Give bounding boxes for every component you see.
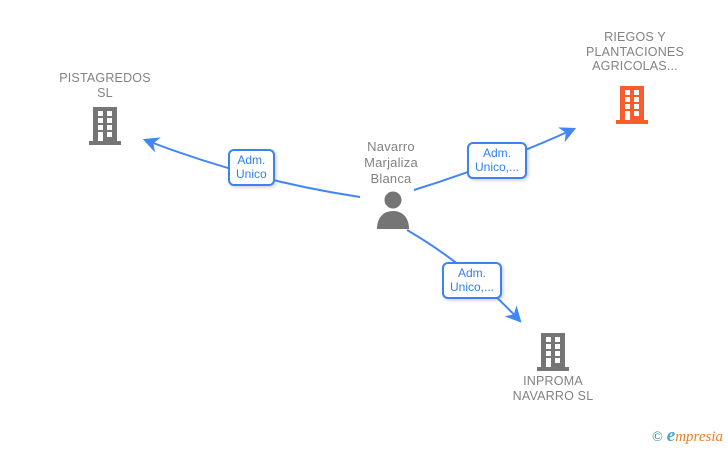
empresia-watermark: © empresia xyxy=(652,425,723,447)
person-name-line: Navarro xyxy=(367,139,415,154)
company-name-line: INPROMA xyxy=(523,374,583,388)
company-name-line: AGRICOLAS... xyxy=(592,59,678,73)
empresia-logo-text: mpresia xyxy=(675,429,723,445)
company-name-line: NAVARRO SL xyxy=(512,388,594,403)
company-name-line: RIEGOS Y xyxy=(604,30,666,44)
person-icon[interactable] xyxy=(372,191,414,234)
edge-label-line: Adm. xyxy=(483,146,512,160)
company-name-line: PISTAGREDOS xyxy=(59,71,151,85)
empresia-logo-initial: e xyxy=(666,425,676,446)
edge-label-line: Unico xyxy=(236,166,267,181)
company-name-riegos[interactable]: RIEGOS Y PLANTACIONES AGRICOLAS... xyxy=(562,30,708,74)
building-icon[interactable] xyxy=(537,333,569,376)
company-name-line: SL xyxy=(97,85,113,100)
company-name-line: PLANTACIONES xyxy=(585,44,685,59)
person-name-line: Marjaliza xyxy=(364,155,418,170)
edge-label-adm-unico-bottom[interactable]: Adm. Unico,... xyxy=(442,262,503,299)
edge-label-line: Adm. xyxy=(237,153,266,167)
edge-label-line: Unico,... xyxy=(475,159,520,174)
building-icon[interactable] xyxy=(89,107,121,150)
edge-label-adm-unico-right[interactable]: Adm. Unico,... xyxy=(467,142,528,179)
edge-label-adm-unico-left[interactable]: Adm. Unico xyxy=(228,149,275,186)
building-icon-highlighted[interactable] xyxy=(616,86,648,129)
edge-label-line: Unico,... xyxy=(450,279,495,294)
company-name-inproma[interactable]: INPROMA NAVARRO SL xyxy=(483,374,623,403)
company-name-pistagredos[interactable]: PISTAGREDOS SL xyxy=(35,71,175,100)
person-name[interactable]: Navarro Marjaliza Blanca xyxy=(330,139,452,187)
edge-label-line: Adm. xyxy=(458,266,487,280)
person-name-line: Blanca xyxy=(370,171,412,186)
copyright-icon: © xyxy=(652,430,663,445)
